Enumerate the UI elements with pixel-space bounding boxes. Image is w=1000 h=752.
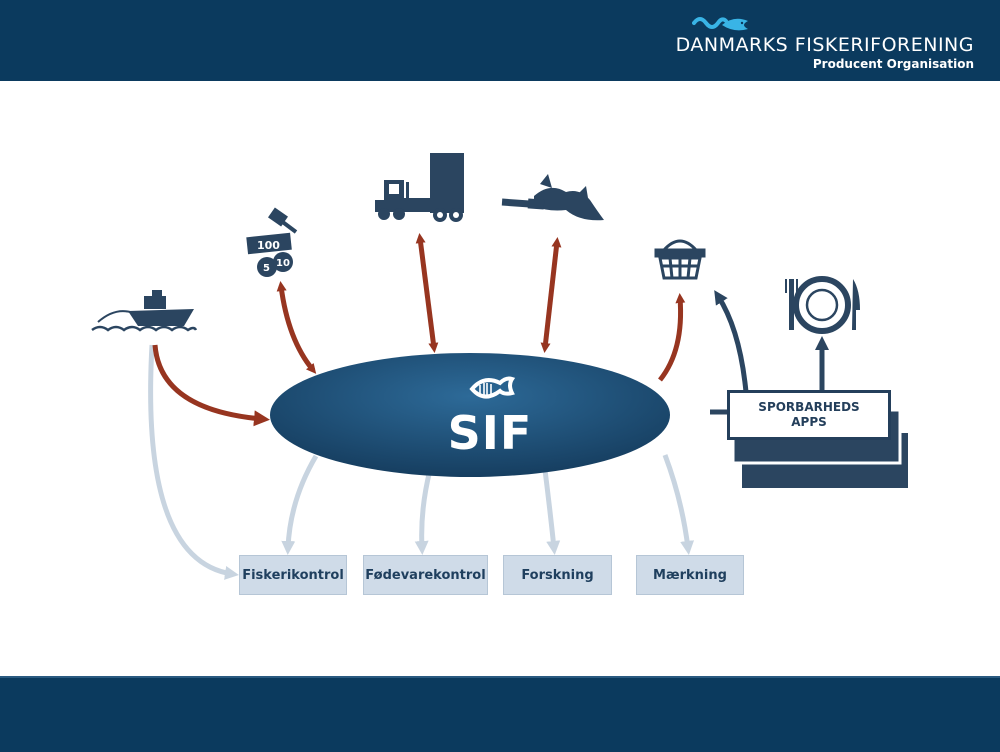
dark-arrows (710, 290, 829, 415)
apps-line-1: SPORBARHEDS (758, 400, 860, 414)
apps-line-2: APPS (791, 415, 827, 429)
fish-logo-icon (469, 376, 516, 399)
fish-wave-logo-icon (692, 17, 748, 31)
sporbarheds-apps-box: SPORBARHEDS APPS (727, 390, 891, 440)
sif-ellipse (270, 353, 670, 477)
boat-icon (91, 290, 198, 332)
header-bar: DANMARKS FISKERIFORENING Producent Organ… (0, 0, 1000, 81)
brand-name: DANMARKS FISKERIFORENING (675, 34, 974, 56)
red-arrows (152, 233, 686, 427)
flow-diagram: 100 5 10 (91, 153, 908, 580)
brand-subtitle: Producent Organisation (812, 57, 974, 71)
auction-note-value: 100 (257, 239, 280, 252)
truck-icon (375, 153, 464, 222)
auction-coin-2: 10 (276, 258, 290, 269)
box-maerkning: Mærkning (636, 555, 744, 595)
fish-knife-icon (501, 174, 604, 221)
footer-bar (0, 676, 1000, 752)
auction-icon: 100 5 10 (246, 207, 298, 277)
box-fiskerikontrol: Fiskerikontrol (239, 555, 347, 595)
plate-icon (785, 276, 860, 334)
basket-icon (654, 239, 706, 280)
box-foedevarekontrol: Fødevarekontrol (363, 555, 488, 595)
light-arrows (148, 344, 695, 580)
box-forskning: Forskning (503, 555, 612, 595)
auction-coin-1: 5 (263, 263, 270, 274)
sif-label: SIF (447, 406, 533, 460)
